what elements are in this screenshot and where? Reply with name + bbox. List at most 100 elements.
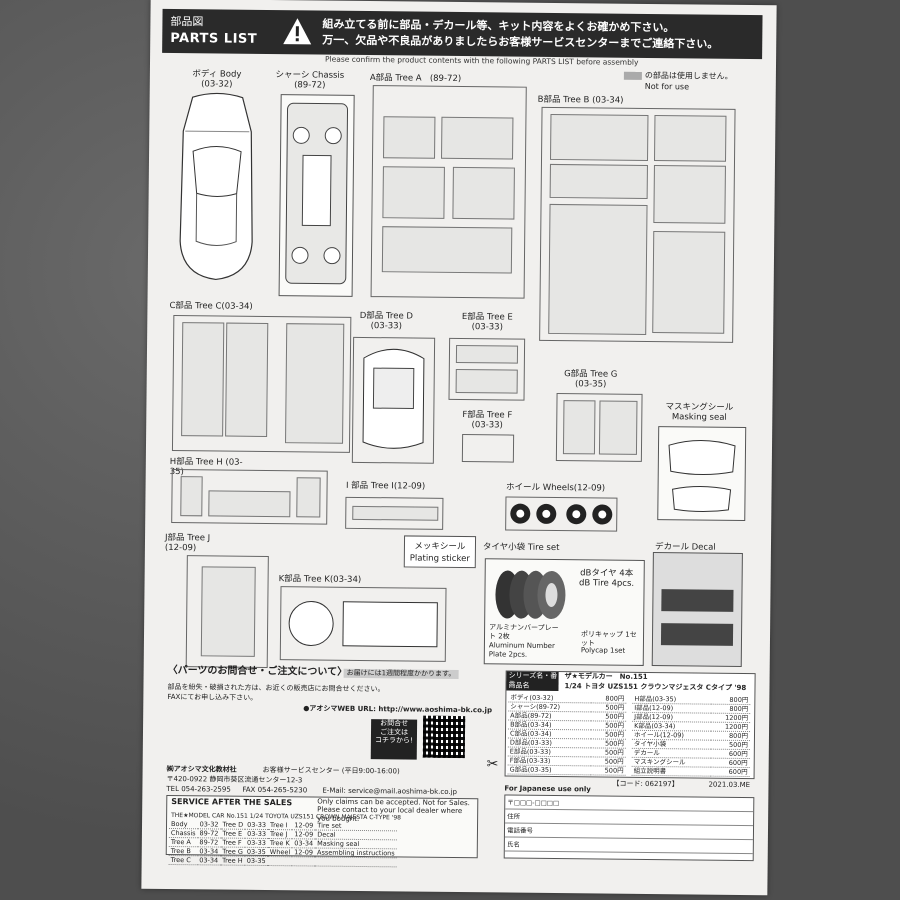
confirm-text: Please confirm the product contents with… — [325, 54, 639, 67]
service-cell: 03-33 — [245, 820, 269, 830]
not-for-use-legend: の部品は使用しません。 Not for use — [623, 70, 733, 93]
tree-a-frame — [370, 85, 527, 299]
price-item: 組立説明書 — [631, 766, 712, 777]
parts-list-sheet: 部品図 PARTS LIST 組み立てる前に部品・デカール等、キット内容をよくお… — [141, 0, 777, 896]
price-item: D部品(03-33) — [507, 738, 591, 748]
label-tree-k: K部品 Tree K(03-34) — [278, 574, 362, 585]
japanese-only-label: For Japanese use only — [504, 784, 591, 794]
price-value: 1200円 — [711, 722, 751, 732]
service-cell: 03-35 — [244, 847, 268, 857]
price-row: G部品(03-35)500円 — [507, 765, 626, 776]
service-cell: 03-34 — [197, 855, 221, 866]
qr-callout: お問合せご注文はコチラから! — [370, 719, 418, 760]
price-value: 500円 — [590, 711, 627, 722]
company-tel: TEL 054-263-2595 — [166, 784, 231, 794]
product-code: 【コード: 062197】 — [612, 779, 679, 789]
label-chassis: シャーシ Chassis(89-72) — [275, 70, 345, 91]
label-tree-e: E部品 Tree E(03-33) — [461, 312, 513, 333]
price-value: 500円 — [590, 765, 626, 776]
price-item: E部品(03-33) — [507, 747, 591, 757]
service-cell — [292, 856, 315, 867]
label-tree-c: C部品 Tree C(03-34) — [169, 300, 253, 312]
price-item: J部品(12-09) — [632, 712, 712, 723]
service-cell: Masking seal — [315, 839, 397, 849]
parts-title-en: PARTS LIST — [170, 30, 258, 47]
company-email: E-Mail: service@mail.aoshima-bk.co.jp — [322, 786, 458, 796]
price-item: I部品(12-09) — [632, 703, 712, 714]
service-cell: 89-72 — [197, 828, 221, 839]
company-name: ㈱アオシマ文化教材社 — [166, 764, 237, 774]
label-tree-g: G部品 Tree G(03-35) — [564, 369, 618, 390]
print-date: 2021.03.ME — [708, 780, 751, 790]
grey-swatch — [623, 71, 642, 80]
service-cell: Tree J — [267, 829, 293, 839]
contact-body-2: FAXにてお申し込み下さい。 — [167, 692, 258, 702]
service-cell: 03-33 — [244, 838, 268, 848]
price-list: シリーズ名・番号 ザ★モデルカー No.151 商品名 1/24 トヨタ UZS… — [504, 670, 756, 780]
service-cell: Body — [168, 819, 198, 829]
service-cell: 12-09 — [292, 829, 316, 840]
price-value: 800円 — [711, 695, 751, 705]
price-item: デカール — [631, 748, 712, 759]
chassis-part — [278, 94, 355, 297]
name-field[interactable]: 氏名 — [504, 837, 753, 854]
price-item: タイヤ小袋 — [631, 739, 712, 750]
service-cell: Tree E — [220, 829, 246, 839]
warning-text-2: 万一、欠品や不良品がありましたらお客様サービスセンターまでご連絡下さい。 — [322, 33, 719, 51]
qr-code[interactable] — [422, 715, 466, 759]
tree-e-frame — [448, 337, 526, 401]
service-cell: Decal — [315, 830, 397, 840]
price-item: F部品(03-33) — [507, 756, 591, 766]
masking-seal-part — [657, 426, 747, 522]
tree-h-frame — [171, 468, 328, 525]
price-value: 500円 — [711, 740, 750, 750]
parts-title-jp: 部品図 — [170, 14, 204, 29]
code-tree-a: (89-72) — [429, 73, 462, 85]
price-item: A部品(89-72) — [508, 711, 591, 721]
price-value: 600円 — [711, 749, 750, 759]
label-wheels: ホイール Wheels(12-09) — [505, 482, 606, 494]
service-cell: 12-09 — [292, 821, 316, 831]
price-value: 800円 — [711, 731, 751, 741]
label-tree-i: I 部品 Tree I(12-09) — [345, 480, 426, 492]
price-item: ボディ(03-32) — [508, 693, 592, 703]
tire-set-box: dBタイヤ 4本 dB Tire 4pcs. アルミナンバープレート 2枚 Al… — [483, 558, 645, 666]
web-url[interactable]: ●アオシマWEB URL: http://www.aoshima-bk.co.j… — [303, 704, 493, 715]
price-item: シャーシ(89-72) — [508, 702, 592, 712]
label-tree-d: D部品 Tree D(03-33) — [359, 310, 414, 332]
service-cell: 89-72 — [197, 837, 221, 848]
price-value: 500円 — [590, 756, 626, 767]
tree-b-frame — [539, 106, 736, 343]
price-value: 500円 — [590, 738, 626, 749]
service-cell: Tree G — [220, 847, 245, 857]
service-cell: Wheel — [267, 847, 293, 857]
service-cell: Chassis — [168, 828, 198, 838]
service-cell: Tree A — [168, 837, 198, 847]
service-cell: Tree C — [168, 855, 198, 865]
service-center: お客様サービスセンター (平日9:00-16:00) — [262, 765, 400, 776]
tree-g-frame — [555, 393, 643, 462]
service-cell: 03-35 — [244, 856, 268, 866]
decal-sheet — [651, 552, 743, 667]
label-tree-f: F部品 Tree F(03-33) — [462, 410, 513, 431]
service-cell: Tree F — [220, 838, 246, 848]
service-cell — [314, 857, 397, 867]
price-value: 500円 — [590, 720, 627, 731]
price-value: 800円 — [711, 704, 751, 714]
header-bar: 部品図 PARTS LIST 組み立てる前に部品・デカール等、キット内容をよくお… — [162, 8, 763, 60]
price-value: 1200円 — [711, 713, 751, 723]
service-cell: 03-33 — [245, 829, 269, 839]
price-item: B部品(03-34) — [508, 720, 591, 730]
tree-f-frame — [461, 434, 515, 463]
service-cell: 12-09 — [292, 847, 316, 858]
price-value: 500円 — [590, 702, 627, 713]
warning-icon — [283, 18, 312, 45]
price-item: K部品(03-34) — [632, 721, 712, 732]
label-tree-b: B部品 Tree B (03-34) — [537, 94, 624, 106]
price-item: H部品(03-35) — [632, 694, 712, 705]
price-value: 500円 — [590, 729, 627, 740]
label-tree-j: J部品 Tree J(12-09) — [164, 532, 211, 554]
